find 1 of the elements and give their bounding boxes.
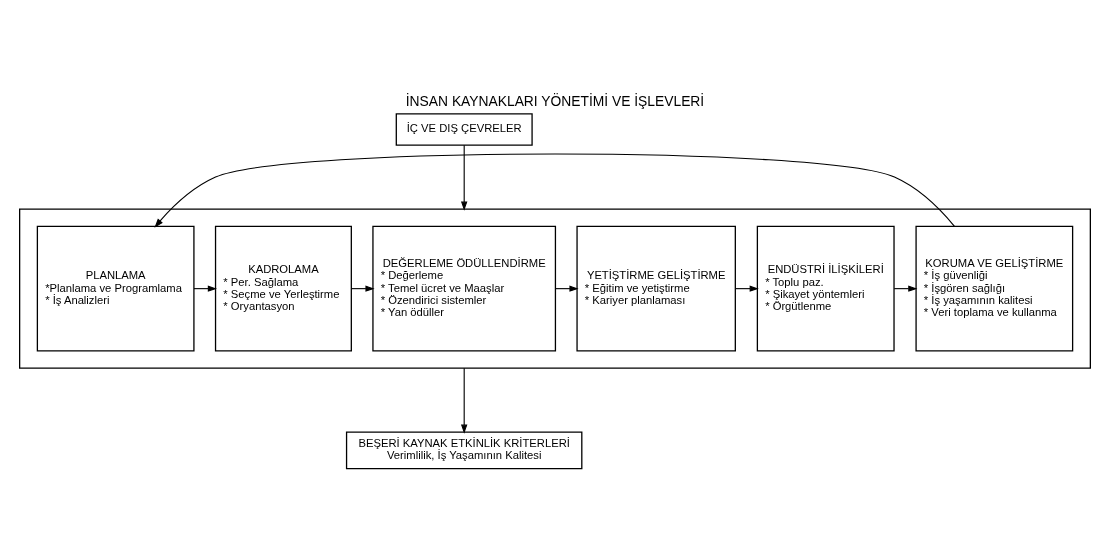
diagram-title: İNSAN KAYNAKLARI YÖNETİMİ VE İŞLEVLERİ (405, 92, 705, 109)
